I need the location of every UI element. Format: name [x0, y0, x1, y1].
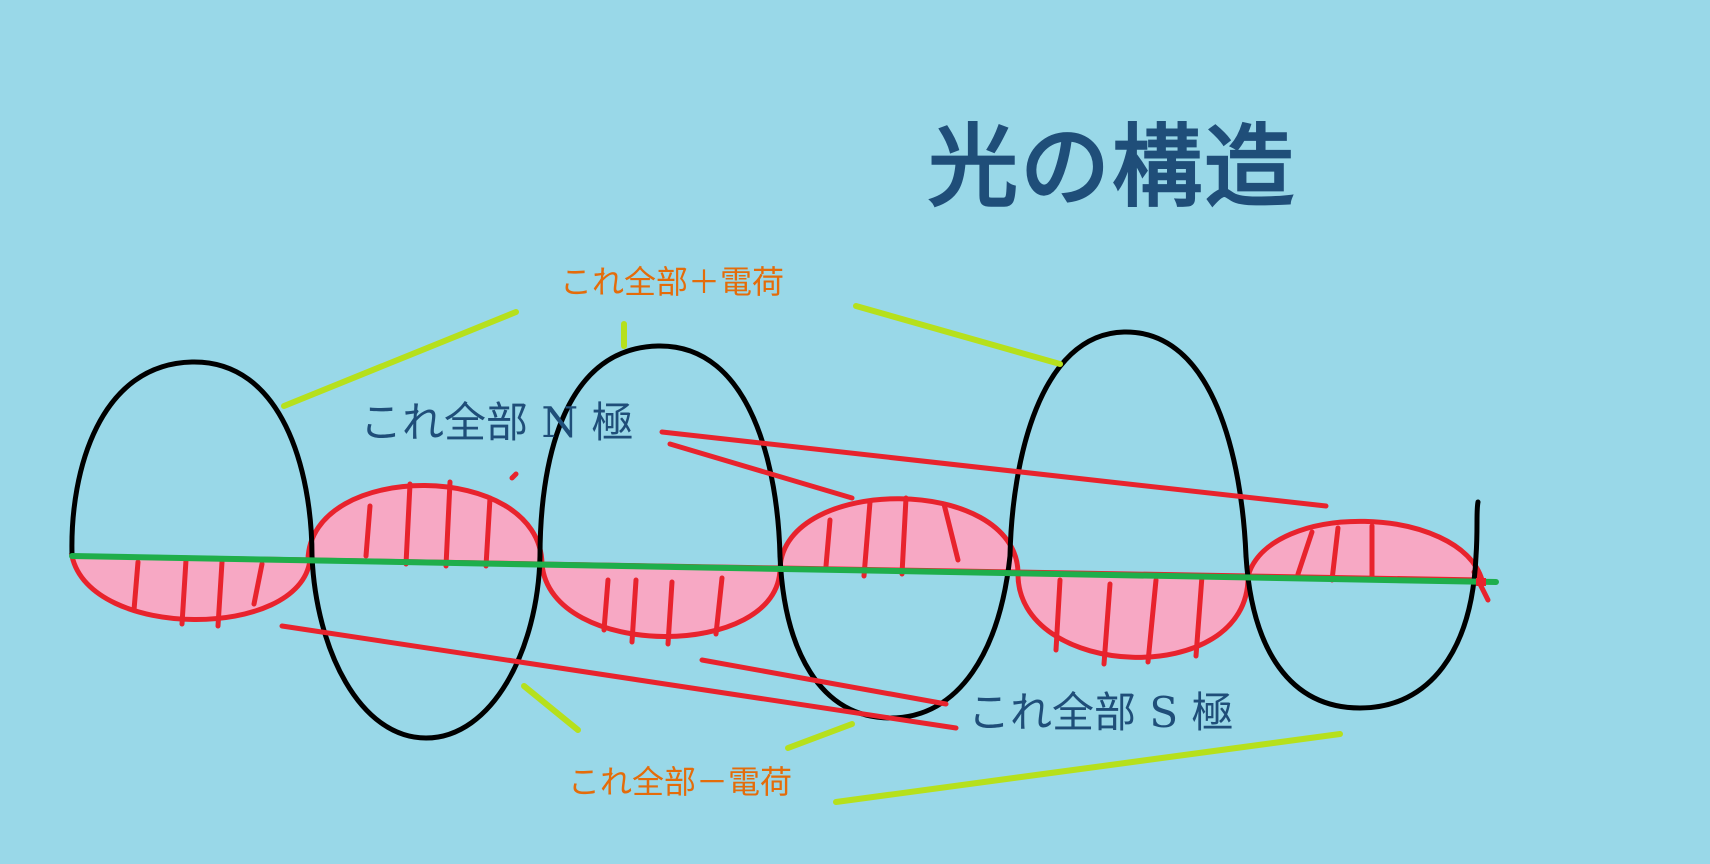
negative-charge-label: これ全部－電荷 [568, 763, 793, 801]
pointer-minus-1 [521, 683, 581, 733]
charge-pointers [281, 303, 1343, 805]
electric-lobe-up-3 [1007, 329, 1249, 559]
pointer-minus-2 [785, 721, 855, 751]
electric-lobe-up-1 [69, 359, 315, 559]
magnetic-lobe-up-3 [1244, 518, 1486, 583]
stray-mark [509, 471, 519, 481]
magnetic-lobe-up-1 [305, 483, 545, 567]
magnetic-lobe-up-2 [777, 496, 1021, 575]
propagation-axis [69, 553, 1499, 585]
s-pole-label: これ全部 S 極 [968, 688, 1234, 737]
pointer-minus-3 [833, 731, 1343, 805]
magnetic-hatching [131, 479, 1491, 667]
pointer-plus-1 [281, 309, 519, 409]
pointer-n-2 [667, 441, 855, 501]
diagram-title: 光の構造 [928, 114, 1296, 220]
electric-lobe-up-2 [537, 343, 783, 559]
pointer-plus-3 [853, 303, 1063, 367]
pointer-s-1 [279, 623, 959, 731]
magnetic-lobe-down-2 [539, 561, 783, 639]
magnetic-lobe-down-3 [1015, 569, 1251, 660]
electric-lobe-down-3 [1243, 499, 1481, 711]
positive-charge-label: これ全部＋電荷 [560, 263, 785, 301]
pointer-n-1 [659, 429, 1329, 509]
pointer-s-2 [699, 657, 949, 707]
magnetic-lobe-down-1 [68, 553, 313, 622]
electric-lobe-down-1 [309, 553, 543, 741]
electric-wave [69, 329, 1481, 741]
n-pole-label: これ全部 N 極 [360, 398, 634, 447]
pole-pointers [279, 429, 1329, 731]
axis-end-mark [1476, 578, 1486, 586]
